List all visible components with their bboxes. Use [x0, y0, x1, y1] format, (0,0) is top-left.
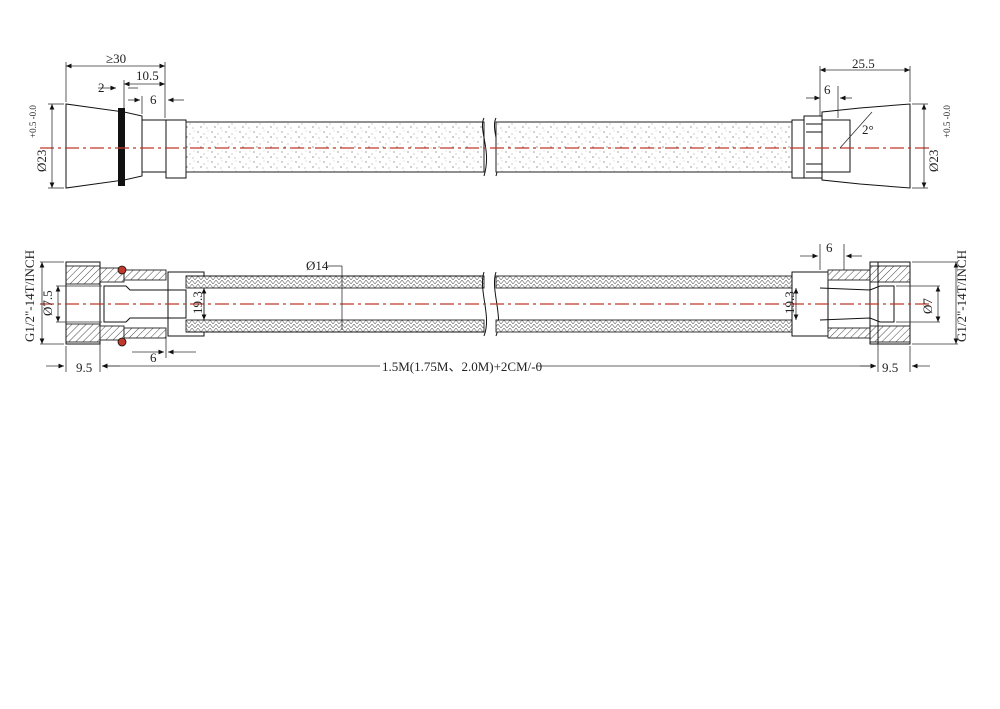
hose-dia: Ø14: [306, 258, 329, 273]
dim-6-bottom-left: 6: [150, 350, 157, 365]
left-o-ring-top: [117, 265, 127, 275]
left-cone: [123, 111, 143, 181]
end-right: 9.5: [882, 360, 898, 375]
dim-10-5: 10.5: [136, 68, 159, 83]
hose-wall-bottom-left: [185, 319, 485, 333]
hose-wall-bottom-right: [495, 319, 793, 333]
dia-right-tol: +0.5 -0.0: [942, 105, 952, 138]
dim-2: 2: [98, 80, 105, 95]
left-nut-section-top: [65, 265, 101, 285]
left-nut: [65, 103, 125, 189]
right-nut: [821, 103, 911, 189]
left-o-ring-bottom: [117, 337, 127, 347]
left-o-ring: [118, 108, 125, 186]
end-left: 9.5: [76, 360, 92, 375]
overall-length: 1.5M(1.75M、2.0M)+2CM/-0: [382, 359, 542, 374]
dim-6-left: 6: [150, 92, 157, 107]
top-view: ≥30 10.5 2 6 Ø23 +0.5 -0.0 25.5 6 2°: [28, 51, 952, 189]
inner-left: 19.3: [190, 291, 205, 314]
hose-wall-top-left: [185, 275, 485, 289]
dia-right: Ø23: [926, 150, 941, 172]
dim-25-5: 25.5: [852, 56, 875, 71]
hose-left-segment: [185, 121, 485, 173]
dia-left: Ø23: [34, 150, 49, 172]
left-nut-section-bottom: [65, 323, 101, 343]
bore-right: Ø7: [920, 298, 935, 314]
hose-wall-top-right: [495, 275, 793, 289]
hose-right-segment: [495, 121, 793, 173]
dim-6-right: 6: [824, 82, 831, 97]
thread-left: G1/2"-14T/INCH: [22, 250, 37, 342]
dim-6-top-right: 6: [826, 240, 833, 255]
section-view: Ø14 19.3 19.3 Ø7.5 G1/2"-14T/INCH Ø7 G1/…: [22, 240, 969, 375]
dim-min-length: ≥30: [106, 51, 126, 66]
inner-right: 19.3: [782, 291, 797, 314]
angle-label: 2°: [862, 122, 874, 137]
thread-right: G1/2"-14T/INCH: [954, 250, 969, 342]
dia-left-tol: +0.5 -0.0: [28, 105, 38, 138]
